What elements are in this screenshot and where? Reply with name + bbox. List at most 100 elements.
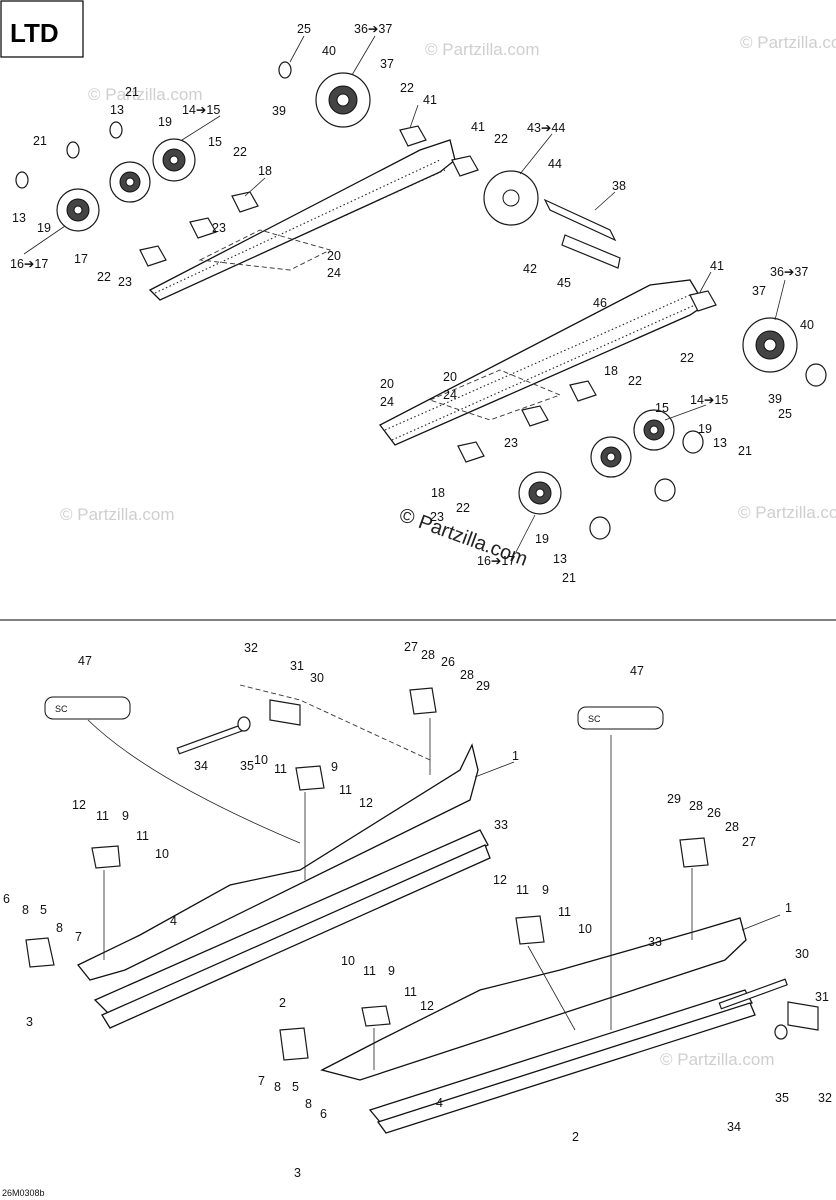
callout-11-h: 11: [404, 985, 417, 999]
callout-9-c: 9: [542, 883, 549, 897]
callout-32-a: 32: [244, 641, 258, 655]
callout-3-a: 3: [26, 1015, 33, 1029]
idler-wheel-7: [633, 409, 675, 451]
watermark-6: © Partzilla.com: [660, 1050, 775, 1069]
callout-15-a: 15: [208, 135, 222, 149]
idler-wheel-3: [109, 161, 151, 203]
leader-lines-bottom: [103, 718, 781, 1070]
callout-41-a: 41: [423, 93, 437, 107]
callout-39-b: 39: [768, 392, 782, 406]
callout-21-a: 21: [125, 85, 139, 99]
ltd-badge-text: LTD: [10, 18, 59, 48]
callout-19-b: 19: [37, 221, 51, 235]
callout-6-a: 6: [3, 892, 10, 906]
callout-9-a: 9: [331, 760, 338, 774]
callout-8-b: 8: [56, 921, 63, 935]
callout-6-b: 6: [320, 1107, 327, 1121]
watermark-3: © Partzilla.com: [88, 85, 203, 104]
callout-11-f: 11: [558, 905, 571, 919]
callout-1-a: 1: [512, 749, 519, 763]
logo-right: SC: [577, 706, 664, 730]
callout-11-b: 11: [339, 783, 352, 797]
callout-9-b: 9: [122, 809, 129, 823]
callout-5-b: 5: [292, 1080, 299, 1094]
callout-20-b: 20: [380, 377, 394, 391]
callout-13-a: 13: [110, 103, 124, 117]
callout-20-c: 20: [443, 370, 457, 384]
small-parts-top: [15, 61, 827, 540]
watermark-1: © Partzilla.com: [425, 40, 540, 59]
callout-13-b: 13: [12, 211, 26, 225]
watermark-4: © Partzilla.com: [60, 505, 175, 524]
callout-20-a: 20: [327, 249, 341, 263]
callout-25-a: 25: [297, 22, 311, 36]
callout-11-d: 11: [136, 829, 149, 843]
callout-44: 44: [548, 157, 562, 171]
callout-14-15-a: 14➔15: [182, 103, 220, 117]
callout-27-a: 27: [404, 640, 418, 654]
callout-40-a: 40: [322, 44, 336, 58]
callout-26-a: 26: [441, 655, 455, 669]
callout-10-a: 10: [254, 753, 268, 767]
callout-22-g: 22: [456, 501, 470, 515]
callout-28-a: 28: [421, 648, 435, 662]
callout-31-a: 31: [290, 659, 304, 673]
callout-18-c: 18: [431, 486, 445, 500]
upper-rail-left: [148, 139, 456, 301]
callout-37-b: 37: [752, 284, 766, 298]
callout-35-a: 35: [240, 759, 254, 773]
callout-11-e: 11: [516, 883, 529, 897]
callout-42: 42: [523, 262, 537, 276]
callout-12-d: 12: [420, 999, 434, 1013]
ski-left: [76, 684, 491, 1029]
callout-19-c: 19: [698, 422, 712, 436]
callout-3-b: 3: [294, 1166, 301, 1180]
callout-21-c: 21: [738, 444, 752, 458]
watermark-2: © Partzilla.com: [740, 33, 836, 52]
callout-9-d: 9: [388, 964, 395, 978]
callout-46: 46: [593, 296, 607, 310]
callout-22-a: 22: [400, 81, 414, 95]
callout-37-a: 37: [380, 57, 394, 71]
watermark-5: © Partzilla.com: [738, 503, 836, 522]
callout-24-c: 24: [443, 388, 457, 402]
logo-left-text: SC: [55, 704, 68, 714]
callout-47-b: 47: [630, 664, 644, 678]
callout-34-a: 34: [194, 759, 208, 773]
callout-10-c: 10: [578, 922, 592, 936]
callout-38: 38: [612, 179, 626, 193]
callout-22-c: 22: [97, 270, 111, 284]
callout-1-b: 1: [785, 901, 792, 915]
callout-2-b: 2: [572, 1130, 579, 1144]
callout-23-a: 23: [118, 275, 132, 289]
callout-15-b: 15: [655, 401, 669, 415]
hardware-bottom: [25, 687, 819, 1061]
callout-23-d: 23: [430, 510, 444, 524]
callout-24-b: 24: [380, 395, 394, 409]
callout-11-a: 11: [274, 762, 287, 776]
callout-8-d: 8: [305, 1097, 312, 1111]
callout-28-c: 28: [689, 799, 703, 813]
callout-4-b: 4: [436, 1096, 443, 1110]
callout-36-37-b: 36➔37: [770, 265, 808, 279]
callout-12-c: 12: [493, 873, 507, 887]
callout-41-b: 41: [471, 120, 485, 134]
idler-wheel-1: [315, 72, 371, 128]
ski-right: [320, 735, 756, 1134]
callout-24-a: 24: [327, 266, 341, 280]
idler-wheel-9: [518, 471, 562, 515]
callout-13-c: 13: [713, 436, 727, 450]
callout-12-a: 12: [359, 796, 373, 810]
callout-5-a: 5: [40, 903, 47, 917]
callout-28-b: 28: [460, 668, 474, 682]
callout-18-a: 18: [258, 164, 272, 178]
callout-8-c: 8: [274, 1080, 281, 1094]
callout-13-d: 13: [553, 552, 567, 566]
callout-23-b: 23: [212, 221, 226, 235]
callout-30-a: 30: [310, 671, 324, 685]
callout-25-b: 25: [778, 407, 792, 421]
callout-30-b: 30: [795, 947, 809, 961]
callout-16-17-a: 16➔17: [10, 257, 48, 271]
callouts-bottom: 32 31 30 27 28 26 28 29 47 47 1 35 34 10…: [3, 640, 832, 1180]
